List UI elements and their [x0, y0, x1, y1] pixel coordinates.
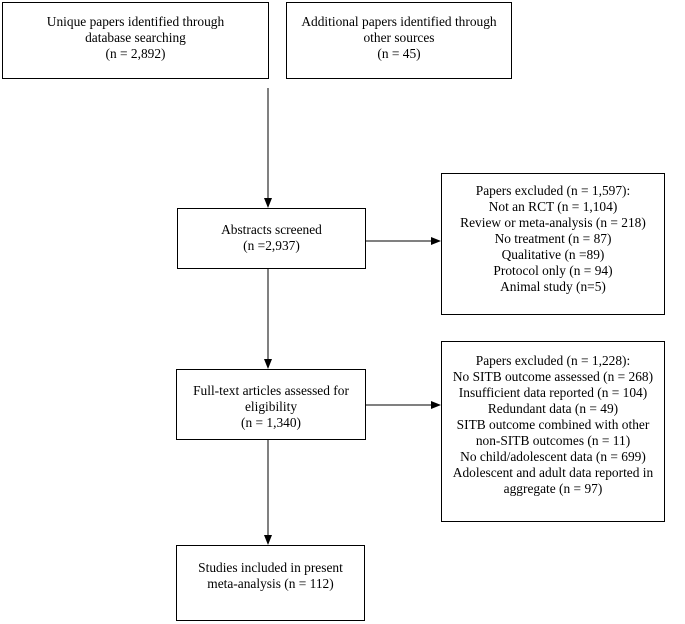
identified-database-box: Unique papers identified through databas…: [2, 2, 269, 79]
studies-included-box: Studies included in present meta-analysi…: [176, 545, 365, 621]
box-line: Unique papers identified through: [46, 14, 225, 29]
box-line: SITB outcome combined with other: [456, 417, 650, 432]
box-line: eligibility: [244, 399, 298, 414]
box-line: Abstracts screened: [221, 222, 322, 237]
additional-sources-box: Additional papers identified through oth…: [286, 2, 512, 79]
box-line: No SITB outcome assessed (n = 268): [452, 369, 654, 384]
box-line: Protocol only (n = 94): [493, 263, 613, 278]
box-line: Additional papers identified through: [301, 14, 497, 29]
box-line: other sources: [363, 30, 435, 45]
box-line: Papers excluded (n = 1,228):: [475, 353, 631, 368]
box-line: (n = 1,340): [241, 415, 301, 430]
box-line: Adolescent and adult data reported in: [452, 465, 654, 480]
box-line: Animal study (n=5): [500, 279, 606, 294]
abstracts-screened-box: Abstracts screened (n =2,937): [177, 208, 366, 269]
box-line: non-SITB outcomes (n = 11): [475, 433, 631, 448]
fulltext-assessed-box: Full-text articles assessed for eligibil…: [176, 369, 366, 440]
box-line: (n = 45): [377, 46, 421, 61]
box-line: database searching: [85, 30, 186, 45]
box-line: Redundant data (n = 49): [487, 401, 619, 416]
excluded-abstracts-box: Papers excluded (n = 1,597): Not an RCT …: [441, 173, 665, 315]
box-line: Insufficient data reported (n = 104): [458, 385, 648, 400]
box-line: Not an RCT (n = 1,104): [488, 199, 618, 214]
excluded-fulltext-box: Papers excluded (n = 1,228): No SITB out…: [441, 341, 665, 522]
box-line: aggregate (n = 97): [503, 481, 603, 496]
box-line: No treatment (n = 87): [494, 231, 612, 246]
box-line: meta-analysis (n = 112): [207, 576, 334, 591]
box-line: Full-text articles assessed for: [193, 383, 349, 398]
box-line: Papers excluded (n = 1,597):: [475, 183, 631, 198]
box-line: (n =2,937): [243, 238, 300, 253]
box-line: Review or meta-analysis (n = 218): [460, 215, 646, 230]
box-line: Qualitative (n =89): [501, 247, 605, 262]
box-line: (n = 2,892): [105, 46, 166, 61]
box-line: Studies included in present: [198, 560, 343, 575]
box-line: No child/adolescent data (n = 699): [460, 449, 646, 464]
